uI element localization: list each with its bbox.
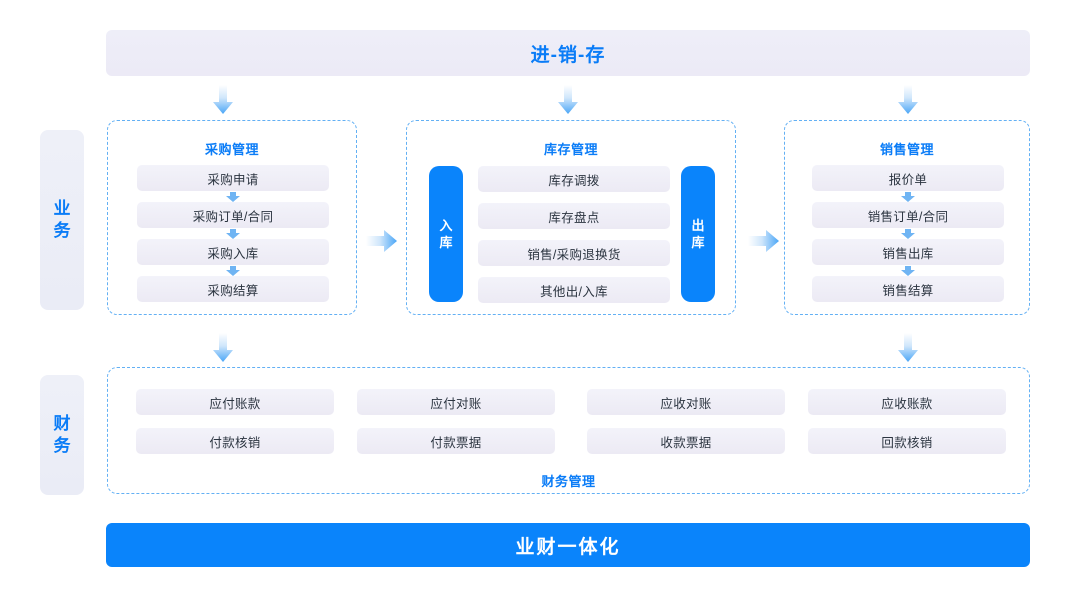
- header-title: 进-销-存: [530, 44, 606, 66]
- purchase-item-2[interactable]: 采购入库: [137, 239, 329, 265]
- finance-row2-item-3[interactable]: 回款核销: [808, 428, 1006, 454]
- down-arrow-to-purchase: [210, 85, 236, 115]
- sales-item-1[interactable]: 销售订单/合同: [812, 202, 1004, 228]
- side-tag-finance: 财 务: [40, 375, 84, 495]
- side-tag-business: 业 务: [40, 130, 84, 310]
- inventory-management-panel: 库存管理 入 库 出 库 库存调拨 库存盘点 销售/采购退换货 其他出/入库: [406, 120, 736, 315]
- inventory-item-3[interactable]: 其他出/入库: [478, 277, 670, 303]
- down-arrow-to-inventory: [555, 85, 581, 115]
- footer-bar: 业财一体化: [106, 523, 1030, 567]
- down-arrow-to-sales: [895, 85, 921, 115]
- inventory-out-pill-char-0: 出: [691, 218, 705, 233]
- purchase-item-1[interactable]: 采购订单/合同: [137, 202, 329, 228]
- side-tag-finance-char-1: 务: [53, 436, 71, 455]
- purchase-management-panel: 采购管理 采购申请 采购订单/合同 采购入库 采购结算: [107, 120, 357, 315]
- inventory-in-pill-char-0: 入: [439, 218, 453, 233]
- purchase-step-arrow-1: [225, 229, 241, 239]
- side-tag-finance-char-0: 财: [53, 414, 71, 433]
- side-tag-business-char-1: 务: [53, 221, 71, 240]
- sales-step-arrow-2: [900, 266, 916, 276]
- down-arrow-sales-to-finance: [895, 333, 921, 363]
- finance-row1-item-3[interactable]: 应收账款: [808, 389, 1006, 415]
- purchase-step-arrow-0: [225, 192, 241, 202]
- finance-management-panel: 应付账款 应付对账 应收对账 应收账款 付款核销 付款票据 收款票据 回款核销 …: [107, 367, 1030, 494]
- finance-row1-item-2[interactable]: 应收对账: [587, 389, 785, 415]
- right-arrow-inventory-to-sales: [748, 228, 780, 254]
- inventory-item-0[interactable]: 库存调拨: [478, 166, 670, 192]
- inventory-item-1[interactable]: 库存盘点: [478, 203, 670, 229]
- purchase-item-0[interactable]: 采购申请: [137, 165, 329, 191]
- purchase-step-arrow-2: [225, 266, 241, 276]
- finance-management-title: 财务管理: [541, 474, 596, 489]
- finance-row1-item-0[interactable]: 应付账款: [136, 389, 334, 415]
- right-arrow-purchase-to-inventory: [366, 228, 398, 254]
- sales-step-arrow-0: [900, 192, 916, 202]
- inventory-in-pill-char-1: 库: [439, 235, 453, 250]
- finance-row1-item-1[interactable]: 应付对账: [357, 389, 555, 415]
- purchase-management-title: 采购管理: [204, 142, 259, 157]
- sales-item-0[interactable]: 报价单: [812, 165, 1004, 191]
- sales-management-title: 销售管理: [879, 142, 934, 157]
- inventory-item-2[interactable]: 销售/采购退换货: [478, 240, 670, 266]
- sales-step-arrow-1: [900, 229, 916, 239]
- finance-row2-item-0[interactable]: 付款核销: [136, 428, 334, 454]
- side-tag-business-char-0: 业: [53, 199, 71, 218]
- header-bar: 进-销-存: [106, 30, 1030, 76]
- sales-item-2[interactable]: 销售出库: [812, 239, 1004, 265]
- sales-item-3[interactable]: 销售结算: [812, 276, 1004, 302]
- inventory-out-pill[interactable]: 出 库: [681, 166, 715, 302]
- finance-row2-item-2[interactable]: 收款票据: [587, 428, 785, 454]
- purchase-item-3[interactable]: 采购结算: [137, 276, 329, 302]
- inventory-in-pill[interactable]: 入 库: [429, 166, 463, 302]
- finance-row2-item-1[interactable]: 付款票据: [357, 428, 555, 454]
- inventory-management-title: 库存管理: [543, 142, 598, 157]
- down-arrow-purchase-to-finance: [210, 333, 236, 363]
- inventory-out-pill-char-1: 库: [691, 235, 705, 250]
- sales-management-panel: 销售管理 报价单 销售订单/合同 销售出库 销售结算: [784, 120, 1030, 315]
- footer-title: 业财一体化: [515, 536, 621, 558]
